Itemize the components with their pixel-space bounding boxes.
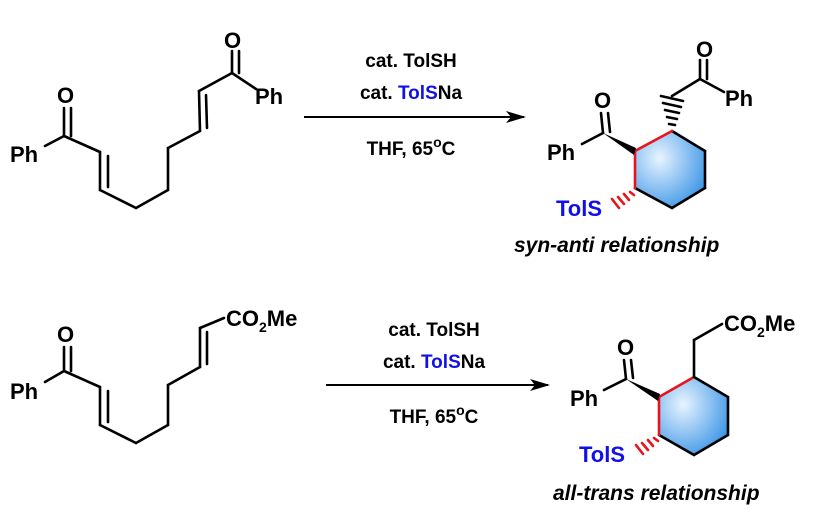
product-2-ester-co: CO	[724, 311, 757, 336]
substrate-2-bonds	[43, 316, 226, 445]
product-1-hashed-bond-sulfur	[610, 190, 636, 210]
conditions-2-degree-mark: o	[456, 402, 465, 418]
conditions-2-line-1: cat. TolSH	[388, 320, 480, 341]
substrate-1-oxygen-left: O	[57, 83, 74, 108]
product-1-tolylthio-group: TolS	[556, 196, 602, 221]
conditions-2-solvent-temp: THF, 65	[390, 407, 457, 428]
conditions-2-cat-prefix: cat.	[383, 352, 421, 373]
substrate-1-bonds	[43, 49, 258, 210]
conditions-1-solvent-temp: THF, 65	[367, 139, 434, 160]
conditions-2-line-3: THF, 65oC	[390, 402, 479, 428]
conditions-1-celsius: C	[442, 139, 456, 160]
conditions-2-celsius: C	[465, 407, 479, 428]
product-2-methyl-ester: CO2Me	[724, 311, 795, 340]
substrate-2-methyl-ester: CO2Me	[226, 306, 297, 335]
product-2-cyclohexane-ring-fill	[659, 377, 728, 455]
conditions-1: cat. TolSH cat. TolSNa THF, 65oC	[304, 51, 526, 160]
substrate-1: O Ph O Ph	[10, 28, 283, 210]
conditions-1-line-1: cat. TolSH	[365, 51, 457, 72]
substrate-1-phenyl-left: Ph	[10, 142, 38, 167]
conditions-2: cat. TolSH cat. TolSNa THF, 65oC	[326, 320, 550, 428]
product-2: O Ph TolS CO2Me all-trans relationship	[553, 311, 795, 505]
product-1: O Ph O Ph TolS syn-anti relationship	[514, 37, 753, 257]
conditions-1-degree-mark: o	[433, 134, 442, 150]
substrate-2-phenyl: Ph	[10, 379, 38, 404]
product-1-phenyl: Ph	[547, 140, 575, 165]
substrate-2-oxygen: O	[57, 322, 74, 347]
conditions-1-line-2: cat. TolSNa	[360, 83, 463, 104]
substrate-1-oxygen-right: O	[224, 28, 241, 53]
product-1-oxygen: O	[594, 88, 611, 113]
product-1-cyclohexane-ring-fill	[635, 131, 705, 208]
product-2-ester-me: Me	[765, 311, 796, 336]
product-1-wedge-bond	[603, 133, 636, 155]
substrate-2: O Ph CO2Me	[10, 306, 297, 445]
product-2-caption: all-trans relationship	[553, 482, 760, 505]
product-2-ester-subscript: 2	[757, 324, 765, 340]
conditions-1-counterion: Na	[438, 83, 463, 104]
substrate-2-ester-subscript: 2	[259, 319, 267, 335]
conditions-2-counterion: Na	[461, 352, 486, 373]
product-2-hashed-bond-sulfur	[634, 436, 660, 456]
product-2-oxygen: O	[617, 335, 634, 360]
product-1-new-bond-a	[633, 129, 674, 153]
product-1-side-phenyl: Ph	[725, 86, 753, 111]
product-2-phenyl: Ph	[570, 386, 598, 411]
conditions-2-thiolate-reagent: TolS	[421, 352, 461, 373]
conditions-1-cat-prefix: cat.	[360, 83, 398, 104]
conditions-1-thiolate-reagent: TolS	[398, 83, 438, 104]
substrate-1-phenyl-right: Ph	[255, 84, 283, 109]
product-1-caption: syn-anti relationship	[514, 234, 720, 257]
product-1-side-oxygen: O	[696, 37, 713, 62]
product-2-new-bond-a	[657, 375, 696, 399]
conditions-2-line-2: cat. TolSNa	[383, 352, 486, 373]
substrate-2-ester-me: Me	[267, 306, 298, 331]
product-2-wedge-bond	[626, 379, 660, 401]
product-2-tolylthio-group: TolS	[579, 442, 625, 467]
substrate-2-ester-co: CO	[226, 306, 259, 331]
product-1-hashed-bond-side-chain	[659, 94, 685, 127]
conditions-1-line-3: THF, 65oC	[367, 134, 456, 160]
